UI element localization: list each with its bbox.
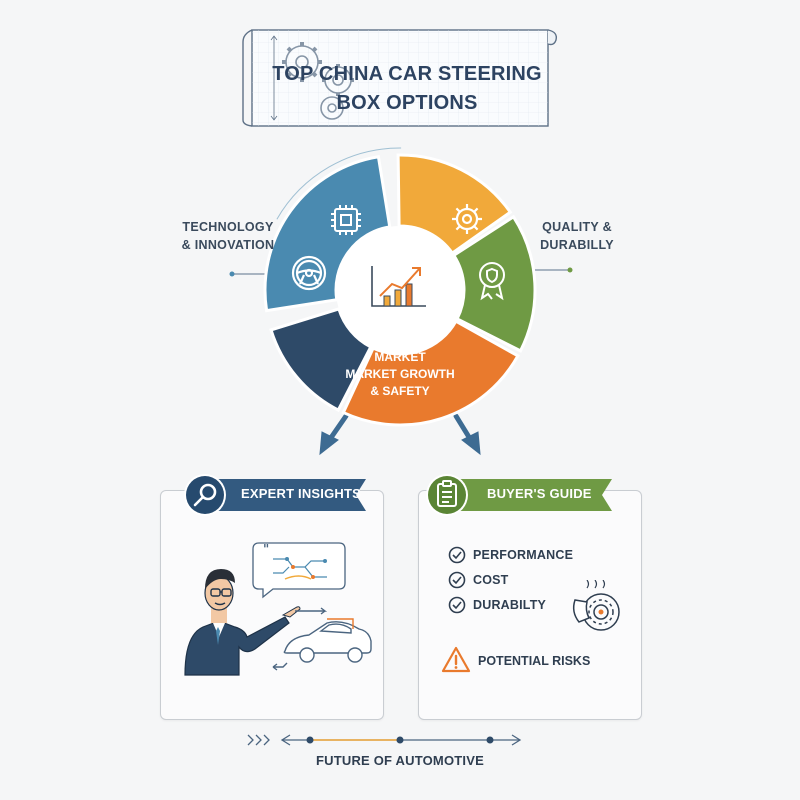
- label-technology: TECHNOLOGY & INNOVATION: [168, 218, 288, 254]
- buyers-guide-title: BUYER'S GUIDE: [487, 486, 592, 501]
- title-banner: [242, 29, 558, 127]
- magnifier-icon: [193, 483, 217, 507]
- speech-bubble-icon: ": [252, 542, 346, 599]
- checklist-item-performance: PERFORMANCE: [473, 548, 574, 562]
- down-right-arrow: [453, 413, 481, 456]
- buyers-guide-card: [418, 490, 642, 720]
- check-icon: [448, 596, 466, 614]
- badge-icon: [479, 262, 505, 301]
- label-market-line-1: MARKET: [374, 350, 426, 364]
- gear-icon: [452, 204, 482, 234]
- checklist-item-durability: DURABILTY: [473, 598, 547, 612]
- label-technology-line-2: & INNOVATION: [181, 238, 275, 252]
- footer-caption: FUTURE OF AUTOMOTIVE: [316, 753, 484, 768]
- potential-risks-label: POTENTIAL RISKS: [478, 654, 591, 668]
- label-quality-line-1: QUALITY &: [542, 220, 612, 234]
- quality-segment: [396, 153, 513, 256]
- label-market-line-2: MARKET GROWTH: [345, 367, 455, 381]
- title-line-1: TOP CHINA CAR STEERING: [272, 63, 542, 85]
- expert-ribbon: [184, 474, 366, 516]
- businessman-icon: [184, 569, 301, 676]
- market-segment: [341, 319, 520, 427]
- wheel-segments: [263, 153, 537, 427]
- check-list-icons: [448, 546, 466, 614]
- checklist-item-cost: COST: [473, 573, 509, 587]
- clipboard-icon: [437, 480, 457, 507]
- page-title: TOP CHINA CAR STEERING BOX OPTIONS: [272, 60, 542, 118]
- label-quality: QUALITY & DURABILLY: [522, 218, 632, 254]
- brake-disc-icon: [572, 580, 620, 631]
- check-icon: [448, 546, 466, 564]
- label-market: MARKET MARKET GROWTH & SAFETY: [330, 349, 470, 400]
- warning-icon: [441, 646, 471, 673]
- title-line-2: BOX OPTIONS: [336, 92, 478, 114]
- svg-text:": ": [263, 542, 269, 556]
- chip-icon: [331, 205, 361, 235]
- growth-chart-icon: [371, 266, 426, 307]
- expert-illustration: ": [184, 542, 372, 676]
- check-icon: [448, 571, 466, 589]
- steering-wheel-icon: [291, 255, 327, 291]
- label-technology-line-1: TECHNOLOGY: [182, 220, 274, 234]
- label-market-line-3: & SAFETY: [370, 384, 430, 398]
- car-icon: [272, 607, 372, 671]
- label-quality-line-2: DURABILLY: [540, 238, 614, 252]
- expert-insights-title: EXPERT INSIGHTS: [241, 486, 362, 501]
- down-left-arrow: [319, 413, 349, 456]
- category-wheel: [257, 147, 543, 433]
- expert-insights-card: [160, 490, 384, 720]
- guide-ribbon: [426, 474, 612, 516]
- gear-icon: [282, 42, 354, 120]
